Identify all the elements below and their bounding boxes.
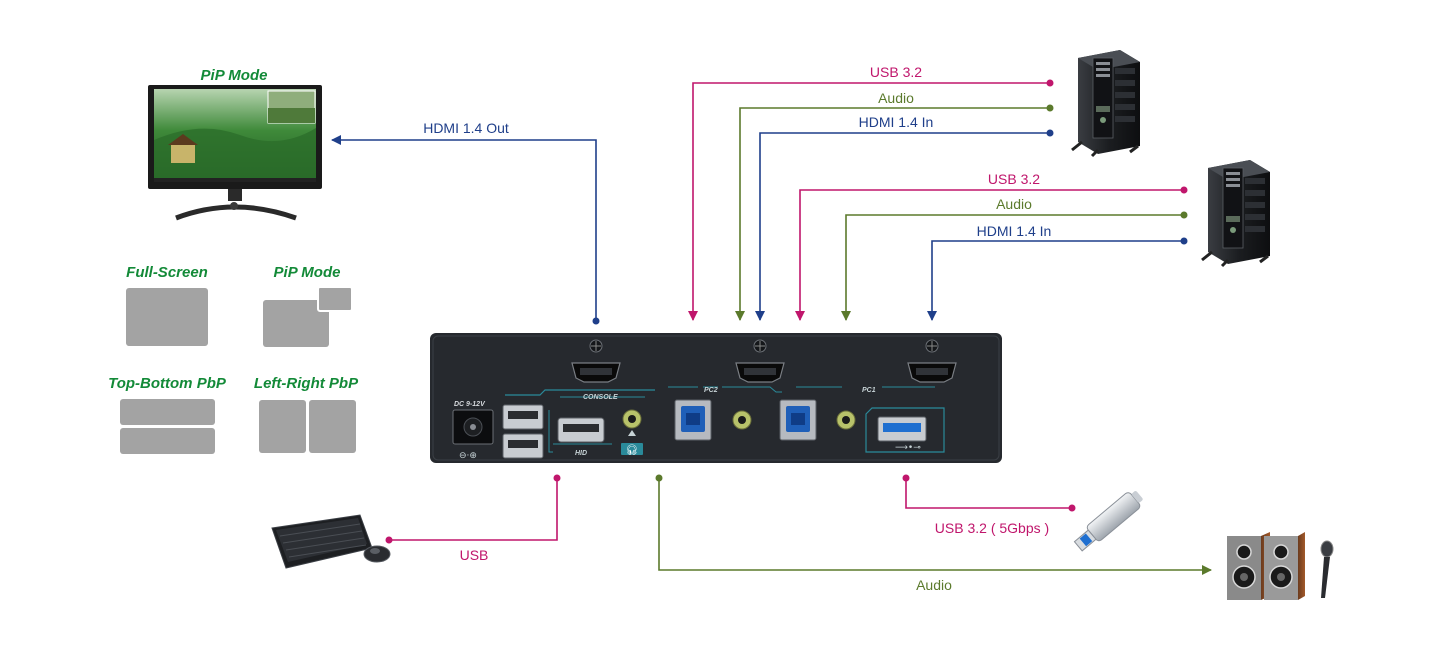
microphone-icon bbox=[1320, 540, 1334, 598]
svg-text:Top-Bottom PbP: Top-Bottom PbP bbox=[108, 375, 227, 392]
kvm-switch-device: CONSOLE PC2 PC1 DC 9-12V ⊖·⊕ bbox=[430, 333, 1002, 463]
pc2-usb-b-port bbox=[674, 399, 712, 441]
pc1-audio-jack bbox=[836, 410, 856, 430]
speaker-left bbox=[1227, 532, 1270, 600]
mode-top-bottom-pbp: Top-Bottom PbP bbox=[108, 375, 227, 454]
pc2-usb-label: USB 3.2 bbox=[870, 64, 922, 80]
hdmi-out-connection: HDMI 1.4 Out bbox=[331, 120, 600, 325]
hdmi-out-line bbox=[331, 135, 597, 321]
speaker-right bbox=[1264, 532, 1305, 600]
pc1-audio-label: Audio bbox=[996, 196, 1032, 212]
console-hdmi-port bbox=[571, 339, 621, 383]
display-modes: Full-Screen PiP Mode Top-Bottom PbP Left… bbox=[108, 264, 359, 454]
polarity-icon: ⊖·⊕ bbox=[459, 451, 477, 461]
mode-full-screen: Full-Screen bbox=[126, 264, 208, 346]
svg-text:Full-Screen: Full-Screen bbox=[126, 264, 208, 281]
pc1-connections: USB 3.2 Audio HDMI 1.4 In bbox=[795, 171, 1188, 321]
svg-text:PiP Mode: PiP Mode bbox=[274, 264, 341, 281]
hdmi-out-label: HDMI 1.4 Out bbox=[423, 120, 509, 136]
hid-usb-port: HID bbox=[553, 417, 612, 457]
mode-pip: PiP Mode bbox=[263, 264, 353, 347]
pc1-tower-icon bbox=[1201, 160, 1270, 268]
usb32-front-port: ⟶•⊸ bbox=[865, 407, 945, 453]
pc2-audio-line bbox=[735, 107, 1050, 321]
svg-text:Left-Right PbP: Left-Right PbP bbox=[254, 375, 359, 392]
screen-hut bbox=[171, 143, 195, 163]
flash-usb-line bbox=[905, 478, 1072, 509]
headphone-jack: 🎧︎ bbox=[621, 409, 643, 456]
speaker-audio-line bbox=[658, 478, 1212, 575]
speaker-connection: Audio bbox=[655, 474, 1212, 593]
pc2-usb-line bbox=[688, 82, 1050, 321]
pc1-audio-line bbox=[841, 214, 1184, 321]
monitor-mode-label: PiP Mode bbox=[201, 67, 268, 84]
pc2-hdmi-port bbox=[735, 339, 785, 383]
speakers-icon bbox=[1227, 532, 1305, 600]
pc2-connections: USB 3.2 Audio HDMI 1.4 In bbox=[688, 64, 1054, 321]
headphone-icon: 🎧︎ bbox=[626, 444, 639, 456]
usb-symbol-icon: ⟶•⊸ bbox=[895, 443, 921, 453]
mode-left-right-pbp: Left-Right PbP bbox=[254, 375, 359, 453]
pc2-hdmi-line bbox=[755, 132, 1050, 321]
keyboard-mouse-icon bbox=[271, 514, 391, 569]
monitor-icon: PiP Mode bbox=[148, 67, 322, 221]
flash-usb-label: USB 3.2 ( 5Gbps ) bbox=[935, 520, 1049, 536]
hid-label: HID bbox=[575, 450, 587, 457]
usb-flash-drive-icon bbox=[1073, 491, 1143, 552]
flash-connection: USB 3.2 ( 5Gbps ) bbox=[902, 474, 1076, 536]
pc1-hdmi-line bbox=[927, 240, 1184, 321]
speaker-audio-label: Audio bbox=[916, 577, 952, 593]
pc2-audio-label: Audio bbox=[878, 90, 914, 106]
keyboard-usb-label: USB bbox=[460, 547, 489, 563]
pc2-tower-icon bbox=[1071, 50, 1140, 158]
pc1-usb-label: USB 3.2 bbox=[988, 171, 1040, 187]
pc1-usb-b-port bbox=[779, 399, 817, 441]
dc-power-port: DC 9-12V ⊖·⊕ bbox=[452, 401, 494, 461]
pc1-usb-line bbox=[795, 189, 1184, 321]
pc2-audio-jack bbox=[732, 410, 752, 430]
pc1-label: PC1 bbox=[862, 387, 876, 394]
pc1-hdmi-port bbox=[907, 339, 957, 383]
keyboard-usb-line bbox=[389, 478, 558, 541]
keyboard-connection: USB bbox=[385, 474, 561, 563]
console-usb-ports bbox=[502, 404, 553, 459]
console-label: CONSOLE bbox=[583, 394, 618, 401]
pc2-label: PC2 bbox=[704, 387, 718, 394]
pc2-hdmi-label: HDMI 1.4 In bbox=[859, 114, 934, 130]
pc1-hdmi-label: HDMI 1.4 In bbox=[977, 223, 1052, 239]
power-label: DC 9-12V bbox=[454, 401, 486, 408]
